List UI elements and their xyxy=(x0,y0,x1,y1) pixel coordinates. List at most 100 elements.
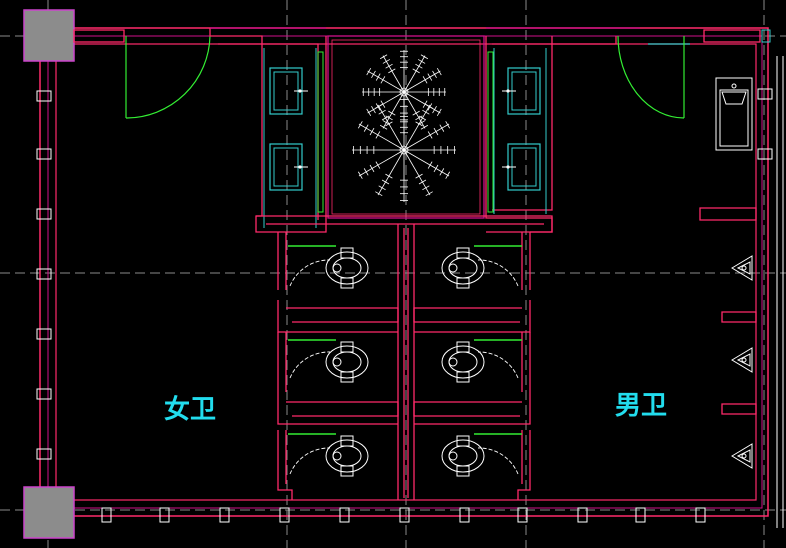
stall-left-front xyxy=(277,232,293,500)
exhaust-ray xyxy=(403,123,450,151)
toilet-bowl xyxy=(332,445,362,467)
grab-bars xyxy=(317,51,494,213)
urinal-body xyxy=(731,443,753,469)
exhaust-hatch xyxy=(371,105,376,114)
exhaust-hatch xyxy=(420,54,429,60)
exhaust-ray xyxy=(377,149,405,196)
stall-left-divider xyxy=(277,300,399,333)
exhaust-hatch xyxy=(436,67,442,76)
grab-bar xyxy=(317,51,324,213)
exhaust-hatch xyxy=(433,164,439,173)
mop-sink-drain xyxy=(731,83,737,89)
toilet-bowl xyxy=(448,445,478,467)
exhaust-hatch xyxy=(422,76,428,84)
exhaust-hatch xyxy=(445,121,451,129)
wall-tick-right xyxy=(757,148,773,160)
exhaust-hatch xyxy=(388,68,396,74)
urinal-partition xyxy=(699,207,757,221)
exhaust-ray xyxy=(403,70,441,93)
faucet-knob xyxy=(298,89,302,93)
toilet-footrest xyxy=(456,277,470,289)
exhaust-hatch xyxy=(412,68,420,74)
exhaust-hatch xyxy=(375,73,381,81)
exhaust-hatch xyxy=(433,127,439,136)
toilet-drain xyxy=(448,263,458,273)
central-block-right-wall xyxy=(485,36,553,233)
toilet-rim xyxy=(441,251,485,285)
exhaust-hatch xyxy=(380,76,386,84)
exhaust-hatch xyxy=(422,100,428,108)
exhaust-hatch xyxy=(427,73,433,81)
urinal-partitions xyxy=(699,207,757,415)
wall-tick-bottom xyxy=(695,507,706,523)
toilet-footrest xyxy=(340,247,354,259)
toilet-bowl xyxy=(448,351,478,373)
exhaust-hatch xyxy=(436,108,442,117)
wall-tick-bottom xyxy=(517,507,528,523)
exhaust-hatch xyxy=(380,100,386,108)
exhaust-hatch xyxy=(385,121,393,127)
exhaust-hatch xyxy=(439,124,445,132)
toilet-footrest xyxy=(340,277,354,289)
wall-tick-bottom xyxy=(219,507,230,523)
right-wall-strip xyxy=(776,56,784,528)
wall-tick-bottom xyxy=(159,507,170,523)
shaft-box xyxy=(327,35,485,219)
wall-tick-left xyxy=(36,208,52,220)
toilet-footrest xyxy=(340,435,354,447)
toilet-footrest xyxy=(456,341,470,353)
exhaust-hatch xyxy=(381,179,390,185)
urinal xyxy=(731,347,753,373)
wall-tick-left xyxy=(36,268,52,280)
urinal-body xyxy=(731,347,753,373)
exhaust-ray xyxy=(382,55,405,93)
exhaust-ray xyxy=(403,91,441,114)
wall-tick-right xyxy=(757,88,773,100)
exhaust-hatch xyxy=(363,124,369,132)
door-arcs xyxy=(125,35,685,119)
wall-tick-bottom xyxy=(339,507,350,523)
squat-toilet xyxy=(441,341,485,383)
exhaust-hatch xyxy=(379,54,388,60)
toilet-footrest xyxy=(340,341,354,353)
mop-sink-basin xyxy=(721,91,747,105)
exhaust-hatch xyxy=(422,109,430,115)
stall-doors xyxy=(288,245,522,475)
exhaust-hatch xyxy=(415,121,423,127)
exhaust-hatch xyxy=(366,108,372,117)
faucet-knob xyxy=(506,89,510,93)
stall-door-arc xyxy=(477,259,519,287)
toilet-footrest xyxy=(456,371,470,383)
wall-tick-left xyxy=(36,148,52,160)
stall-center-wall xyxy=(397,224,415,500)
faucet-knob xyxy=(506,165,510,169)
toilet-bowl xyxy=(448,257,478,279)
entry-wall-left xyxy=(73,29,125,43)
wall-tick-bottom xyxy=(101,507,112,523)
toilet-footrest xyxy=(456,435,470,447)
mop-sink-outer xyxy=(715,77,753,151)
exhaust-hatch xyxy=(371,70,376,79)
exhaust-ray xyxy=(403,149,450,177)
outer-wall-core-line xyxy=(47,35,763,509)
stall-door-arc xyxy=(289,351,331,379)
exhaust-hatch xyxy=(427,131,433,139)
stall-door-arc xyxy=(289,259,331,287)
exhaust-hatch xyxy=(425,103,433,109)
toilet-bowl xyxy=(332,351,362,373)
wall-tick-left xyxy=(36,448,52,460)
entry-walls xyxy=(73,29,761,118)
exhaust-hatch xyxy=(417,59,426,64)
exhaust-hatch xyxy=(422,185,430,191)
room-label-women: 女卫 xyxy=(164,394,216,425)
toilet-drain xyxy=(332,263,342,273)
door-arc-women-entry xyxy=(125,35,211,119)
toilet-drain xyxy=(332,357,342,367)
urinal-drain xyxy=(741,357,747,363)
exhaust-hatch xyxy=(425,191,433,197)
exhaust-hatch xyxy=(375,191,383,197)
squat-toilet xyxy=(441,435,485,477)
central-block-left-wall-inner xyxy=(218,43,319,220)
toilet-rim xyxy=(441,439,485,473)
